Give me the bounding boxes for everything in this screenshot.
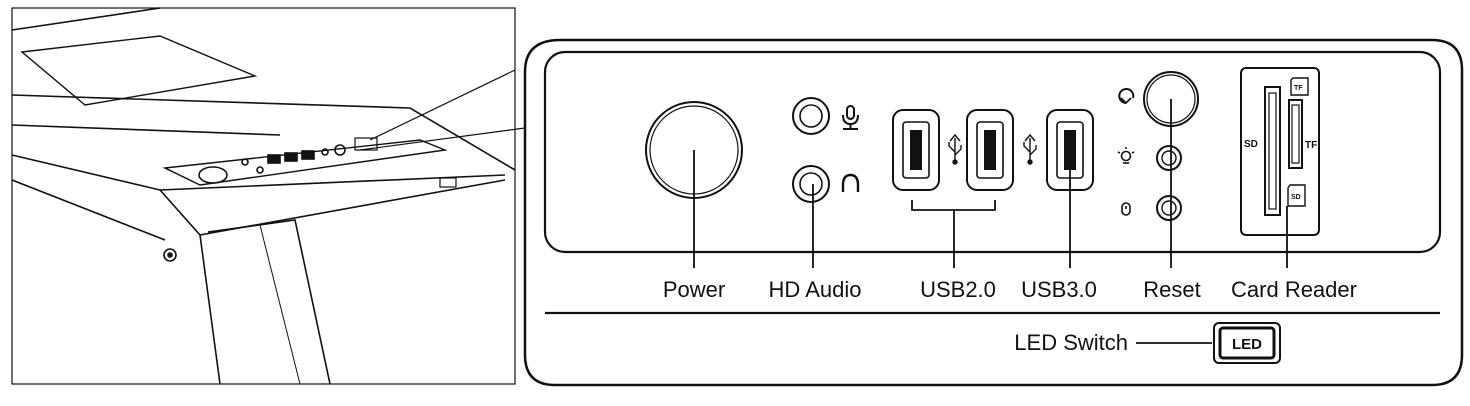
led-switch-label: LED Switch [1014, 330, 1128, 355]
led-button-label: LED [1232, 336, 1262, 353]
led-switch-button [1213, 322, 1281, 364]
reset-label: Reset [1143, 277, 1200, 302]
usb-icon [1023, 133, 1037, 165]
hdd-icon [1121, 202, 1131, 216]
mic-jack [792, 97, 830, 135]
audio-jacks [792, 97, 860, 203]
usb2-ports [892, 109, 1037, 211]
case-led-button [439, 177, 457, 188]
usb2-bracket [911, 200, 996, 211]
reset-cluster [1117, 71, 1199, 221]
tf-slot [1288, 99, 1303, 169]
sd-slot [1264, 86, 1281, 216]
usb2-port-2 [966, 109, 1014, 191]
sd-card-icon [1287, 184, 1306, 207]
reset-icon [1118, 88, 1135, 105]
case-illustration [11, 7, 526, 385]
power-label: Power [663, 277, 725, 302]
sd-slot-label: SD [1244, 139, 1258, 150]
power-led [1156, 145, 1182, 171]
case-illustration-frame [11, 7, 516, 385]
usb2-port-1 [892, 109, 940, 191]
usb3-port [1046, 109, 1094, 191]
leader-lines [693, 99, 1288, 344]
tf-slot-label: TF [1305, 140, 1317, 151]
hdd-led [1156, 195, 1182, 221]
front-panel [543, 50, 1442, 254]
tf-card-icon [1290, 77, 1309, 96]
case-power-button [198, 166, 228, 184]
hd-audio-label: HD Audio [769, 277, 862, 302]
headphone-jack [792, 165, 830, 203]
sd-badge-label: SD [1291, 194, 1301, 201]
card-reader [1240, 67, 1320, 236]
card-reader-label: Card Reader [1231, 277, 1357, 302]
microphone-icon [842, 105, 859, 130]
tf-badge-label: TF [1294, 85, 1303, 92]
usb3-label: USB3.0 [1021, 277, 1097, 302]
usb-icon [948, 133, 962, 165]
power-led-icon [1117, 147, 1135, 164]
usb2-label: USB2.0 [920, 277, 996, 302]
io-panel-zoom [523, 38, 1464, 387]
headphone-icon [841, 173, 860, 192]
